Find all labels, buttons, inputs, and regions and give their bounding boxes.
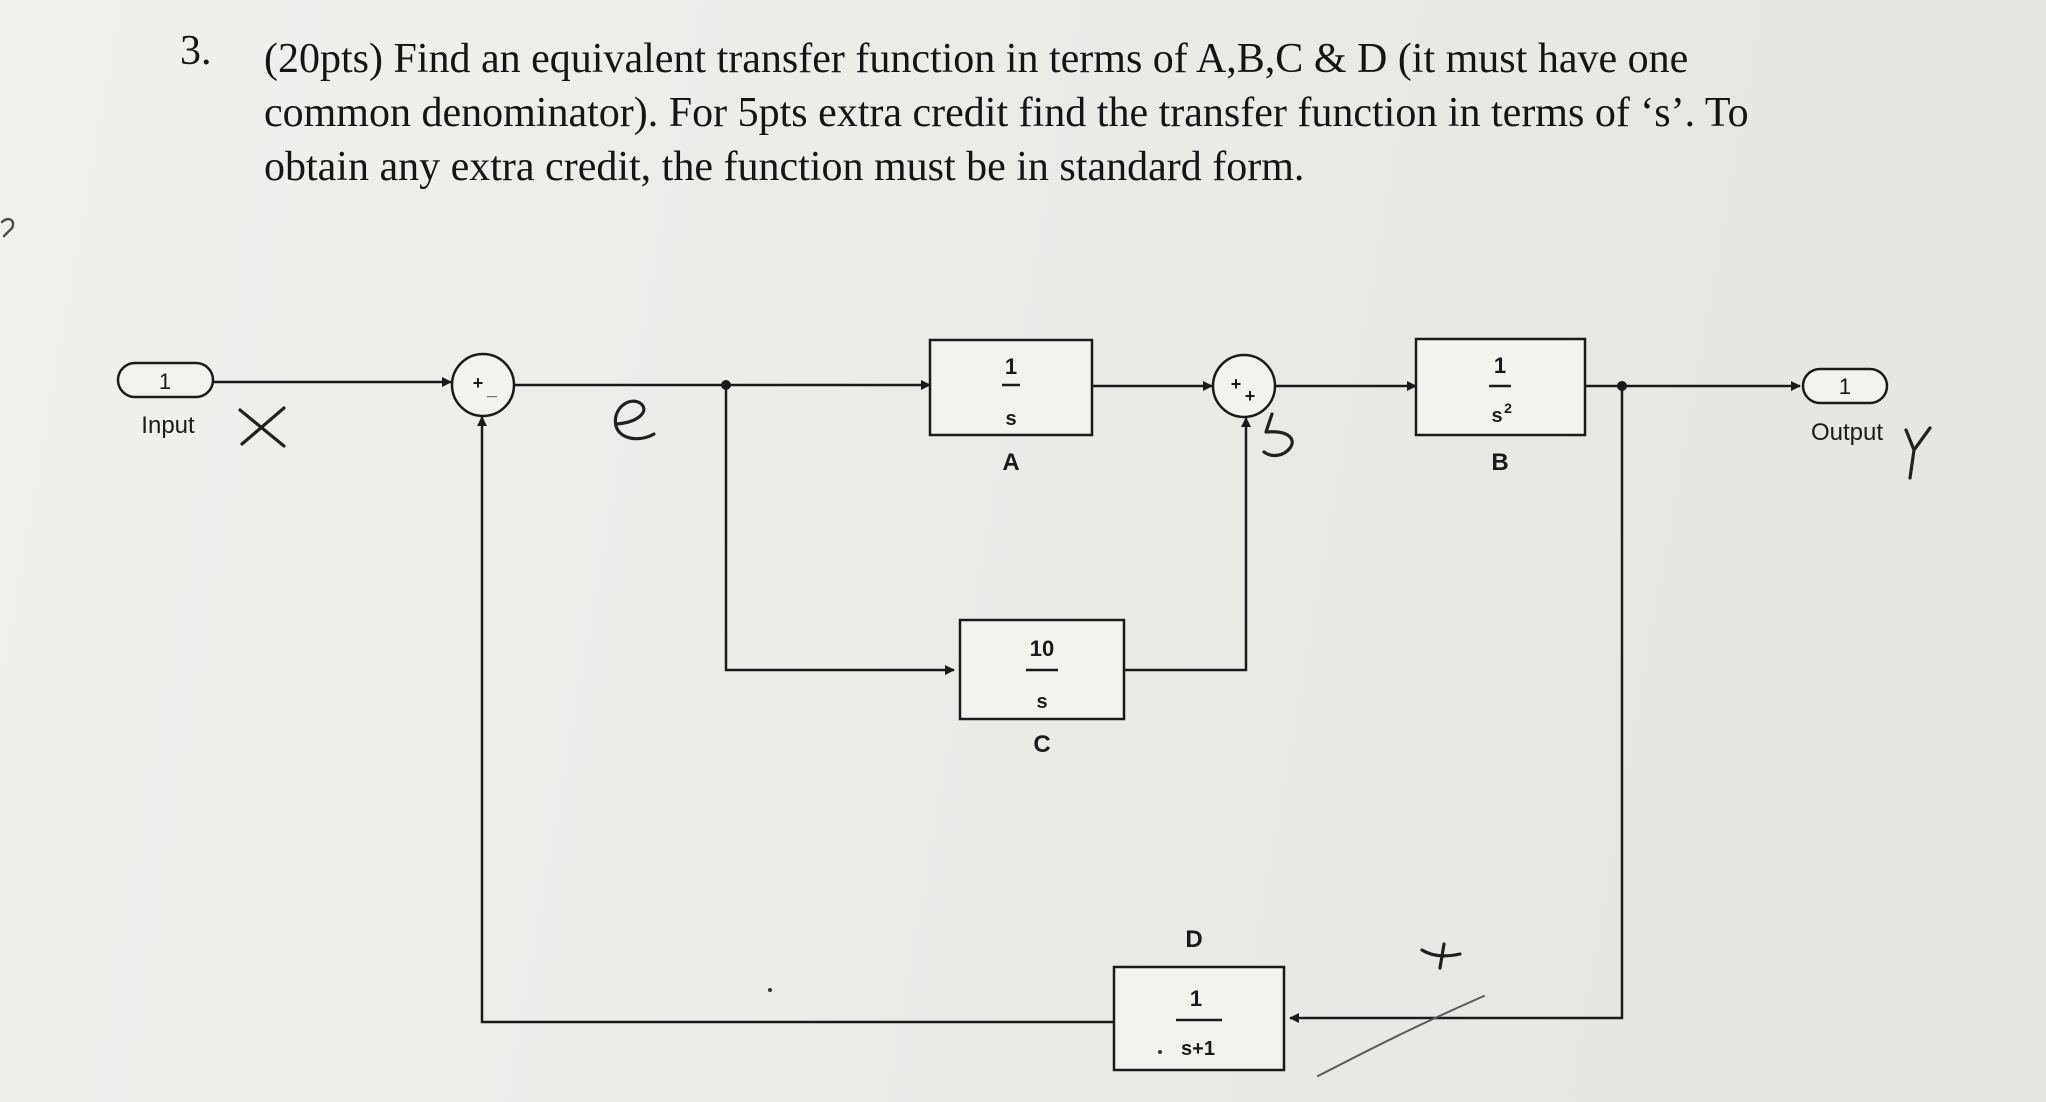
block-c-label: C xyxy=(1033,731,1050,758)
block-c-numerator: 10 xyxy=(1030,636,1054,661)
sum2-plus-sign-2: + xyxy=(1245,386,1256,406)
block-d-denominator: s+1 xyxy=(1181,1038,1215,1060)
sum-junction-2 xyxy=(1211,353,1277,419)
handwritten-x-mark xyxy=(238,406,286,448)
block-a-denominator: s xyxy=(1005,408,1016,430)
block-b-label: B xyxy=(1491,449,1508,476)
input-port-number: 1 xyxy=(159,369,171,394)
problem-line-3: obtain any extra credit, the function mu… xyxy=(264,144,1305,190)
stray-dot xyxy=(768,988,772,992)
handwritten-tick-mark xyxy=(1420,942,1462,970)
stray-dot-2 xyxy=(1158,1050,1162,1054)
input-port xyxy=(116,361,215,399)
problem-line-2: common denominator). For 5pts extra cred… xyxy=(264,90,1749,136)
output-port-label: Output xyxy=(1811,419,1883,446)
block-a-numerator: 1 xyxy=(1005,354,1017,379)
line-feedback-to-d xyxy=(1289,386,1624,1023)
output-port xyxy=(1801,367,1889,405)
block-b-denominator: s xyxy=(1491,405,1502,427)
pencil-stray-line xyxy=(1317,995,1485,1077)
line-d-to-sum1 xyxy=(477,416,1114,1024)
line-branch-to-c xyxy=(724,385,955,675)
sum2-plus-sign: + xyxy=(1231,374,1242,394)
block-a-label: A xyxy=(1002,449,1019,476)
branch-point-1 xyxy=(721,380,731,390)
problem-line-1: (20pts) Find an equivalent transfer func… xyxy=(264,36,1689,82)
block-c-denominator: s xyxy=(1036,691,1047,713)
sum-junction-1 xyxy=(450,352,516,418)
handwritten-e-mark xyxy=(613,399,656,441)
handwritten-y-mark xyxy=(1904,426,1932,480)
problem-text: (20pts) Find an equivalent transfer func… xyxy=(264,32,2024,194)
block-d-numerator: 1 xyxy=(1190,986,1202,1011)
handwritten-annotations xyxy=(0,217,1932,1077)
sum1-plus-sign: + xyxy=(473,373,484,393)
block-d xyxy=(1112,965,1286,1072)
margin-mark xyxy=(0,217,15,238)
branch-point-2 xyxy=(1617,381,1627,391)
block-b-denominator-exponent: 2 xyxy=(1504,400,1512,416)
line-c-to-sum2 xyxy=(1124,417,1251,672)
sum1-minus-sign: _ xyxy=(486,379,498,399)
input-port-label: Input xyxy=(141,412,195,439)
block-b-numerator: 1 xyxy=(1494,353,1506,378)
block-d-label: D xyxy=(1185,926,1202,953)
handwritten-5-mark xyxy=(1262,412,1294,458)
output-port-number: 1 xyxy=(1839,374,1851,399)
problem-number: 3. xyxy=(180,28,212,74)
block-a xyxy=(928,338,1094,437)
